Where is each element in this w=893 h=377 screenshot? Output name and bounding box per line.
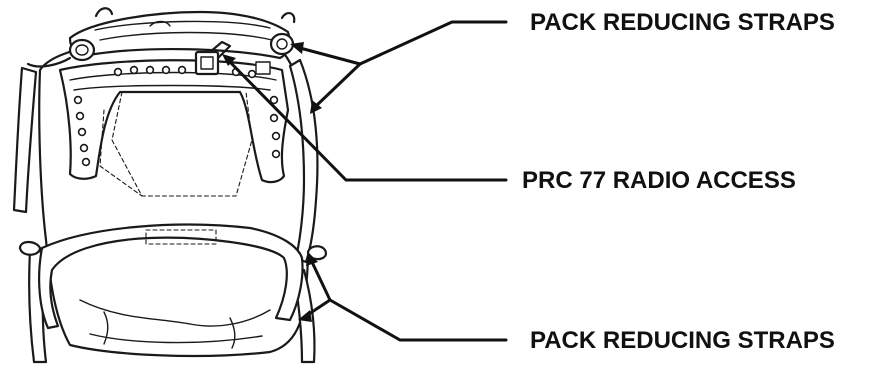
callout-pack-reducing-straps-top: PACK REDUCING STRAPS — [530, 9, 835, 36]
backpack-illustration — [14, 8, 326, 362]
leader-bottom-horizontal — [330, 300, 506, 340]
leader-bottom-branch-a — [312, 262, 330, 300]
leader-top-branch-a — [300, 48, 360, 64]
callout-pack-reducing-straps-bottom: PACK REDUCING STRAPS — [530, 327, 835, 354]
top-right-d-ring — [271, 34, 293, 54]
left-side-strap — [14, 68, 36, 212]
left-side-d-ring — [20, 242, 40, 255]
top-handle — [96, 8, 112, 16]
callout-prc-77-radio-access: PRC 77 RADIO ACCESS — [522, 167, 796, 194]
leader-top-branch-b — [316, 64, 360, 106]
leader-top-horizontal — [360, 22, 506, 64]
